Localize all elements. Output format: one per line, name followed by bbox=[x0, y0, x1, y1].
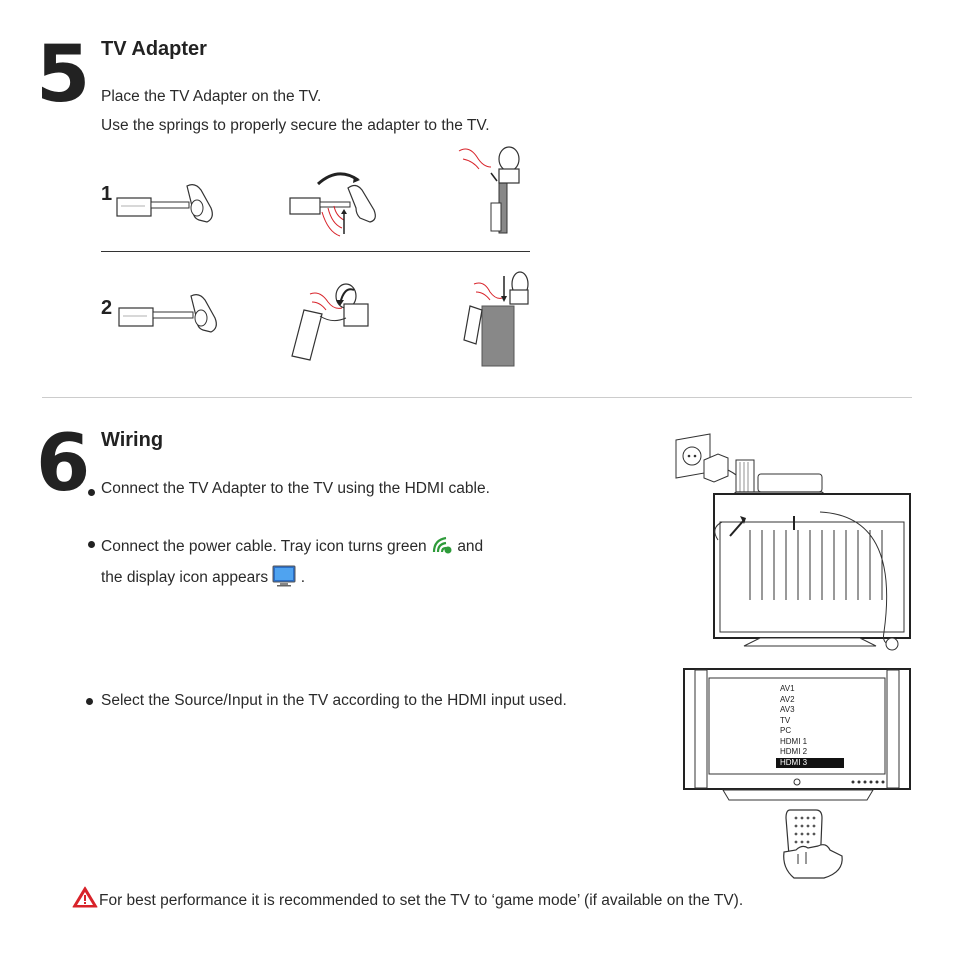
source-menu: AV1 AV2 AV3 TV PC HDMI 1 HDMI 2 HDMI 3 bbox=[776, 684, 850, 768]
bullet-power-cable: Connect the power cable. Tray icon turns… bbox=[101, 536, 483, 556]
step5-instruction-1: Place the TV Adapter on the TV. bbox=[101, 88, 322, 105]
game-mode-note: For best performance it is recommended t… bbox=[99, 892, 744, 909]
source-menu-item[interactable]: TV bbox=[780, 715, 791, 725]
source-menu-item[interactable]: PC bbox=[780, 726, 792, 735]
step5-instruction-2: Use the springs to properly secure the a… bbox=[101, 117, 490, 134]
source-menu-item[interactable]: HDMI 2 bbox=[780, 747, 808, 756]
display-icon bbox=[272, 565, 296, 587]
section-divider bbox=[42, 397, 912, 398]
tray-signal-icon bbox=[432, 536, 452, 554]
source-menu-item[interactable]: AV1 bbox=[780, 684, 795, 693]
adapter-closed-illustration-2 bbox=[118, 294, 217, 333]
bullet-dot bbox=[86, 698, 93, 705]
row-label-2: 2 bbox=[101, 297, 113, 319]
step-number-6: 6 bbox=[36, 419, 90, 509]
source-menu-item[interactable]: AV2 bbox=[780, 694, 795, 704]
source-menu-item-selected[interactable]: HDMI 3 bbox=[776, 757, 844, 768]
adapter-mounted-tv-illustration bbox=[458, 146, 520, 234]
bullet-power-and: and bbox=[457, 538, 484, 555]
row-label-1: 1 bbox=[101, 183, 113, 205]
remote-control-illustration bbox=[783, 809, 843, 879]
row-divider bbox=[101, 251, 530, 252]
adapter-flip-illustration bbox=[291, 283, 369, 361]
bullet-dot bbox=[88, 489, 95, 496]
bullet-display-period: . bbox=[300, 569, 306, 586]
step-number-5: 5 bbox=[36, 30, 90, 120]
bullet-select-source: Select the Source/Input in the TV accord… bbox=[101, 692, 567, 709]
adapter-closed-illustration bbox=[116, 184, 213, 223]
source-menu-item[interactable]: HDMI 1 bbox=[780, 736, 808, 746]
source-menu-item[interactable]: AV3 bbox=[780, 705, 795, 714]
bullet-power-text: Connect the power cable. Tray icon turns… bbox=[101, 538, 427, 555]
bullet-hdmi-cable: Connect the TV Adapter to the TV using t… bbox=[101, 480, 490, 497]
adapter-open-illustration bbox=[289, 172, 376, 237]
bullet-display-icon-line: the display icon appears . bbox=[101, 565, 305, 587]
bullet-display-text: the display icon appears bbox=[101, 569, 269, 586]
step5-title: TV Adapter bbox=[101, 38, 207, 60]
adapter-flip-mounted-illustration bbox=[463, 271, 529, 367]
step6-title: Wiring bbox=[101, 429, 164, 451]
warning-triangle-icon bbox=[72, 886, 98, 908]
wiring-tv-illustration bbox=[675, 433, 911, 651]
bullet-dot bbox=[88, 541, 95, 548]
